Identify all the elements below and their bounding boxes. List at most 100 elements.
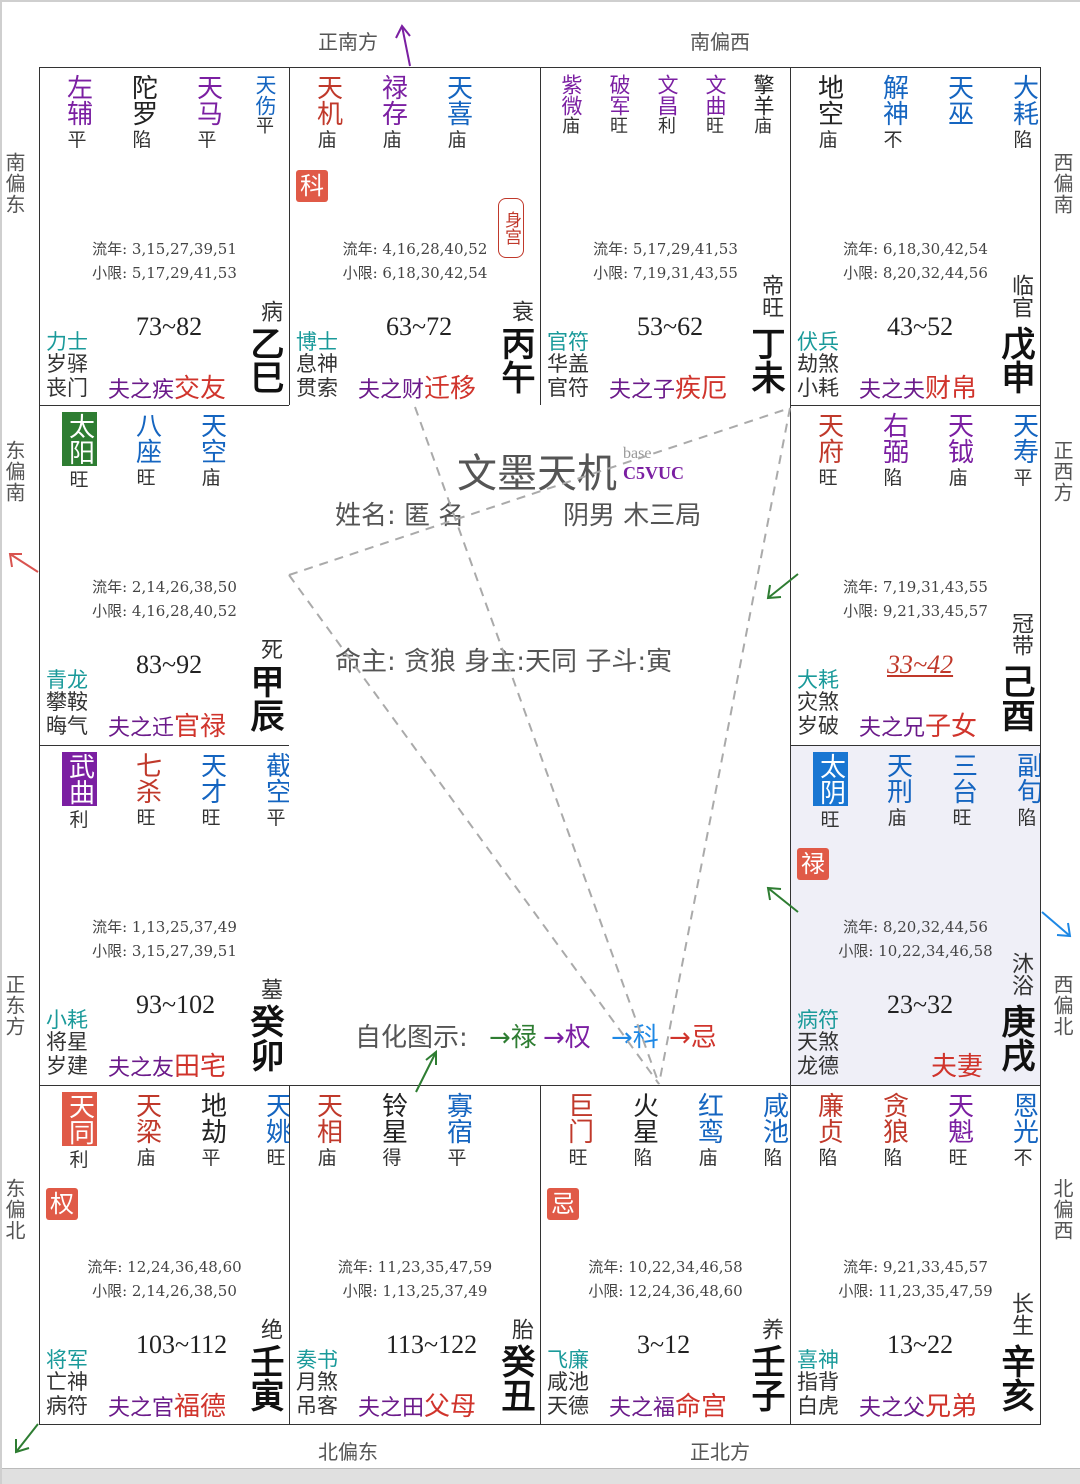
star[interactable]: 右弼陷 [862, 412, 924, 490]
star[interactable]: 天才旺 [180, 752, 242, 832]
liunian-years: 流年: 6,18,30,42,54 [843, 240, 988, 258]
minor-star-brightness: 庙 [754, 116, 772, 137]
star-brightness: 庙 [887, 807, 907, 829]
star-name: 三台 [947, 752, 978, 804]
palace-name: 田宅 [174, 1052, 227, 1082]
star[interactable]: 七杀旺 [115, 752, 177, 832]
minor-star[interactable]: 紫微庙 [547, 74, 595, 138]
palace-yin[interactable]: 天同利天梁庙地劫平天姚旺天官平副截陷权流年: 12,24,36,48,60小限:… [39, 1085, 290, 1425]
star[interactable]: 天喜庙 [426, 74, 488, 152]
changsheng-stage: 绝 [257, 1318, 282, 1340]
star[interactable]: 天梁庙 [115, 1092, 177, 1172]
star[interactable]: 寡宿平 [426, 1092, 488, 1170]
star[interactable]: 解神不 [862, 74, 924, 152]
star[interactable]: 天巫 [927, 74, 989, 152]
changsheng-stage: 沐浴 [1008, 952, 1033, 996]
dir-left-4: 东偏北 [2, 1178, 26, 1241]
changsheng-stage: 胎 [508, 1318, 533, 1340]
xiaoxian-years: 小限: 7,19,31,43,55 [593, 264, 738, 282]
star[interactable]: 天机庙 [296, 74, 358, 152]
star[interactable]: 贪狼陷 [862, 1092, 924, 1170]
daxian-range: 53~62 [637, 312, 704, 341]
minor-star-name: 文昌 [655, 74, 679, 116]
star-brightness: 利 [69, 809, 89, 831]
star[interactable]: 太阳旺 [46, 412, 112, 492]
minor-star[interactable]: 擎羊庙 [739, 74, 787, 138]
star[interactable]: 红鸾庙 [677, 1092, 739, 1170]
minor-star[interactable]: 天伤平 [241, 74, 289, 152]
star[interactable]: 八座旺 [115, 412, 177, 492]
xiaoxian-years: 小限: 3,15,27,39,51 [92, 942, 237, 960]
star[interactable]: 铃星得 [361, 1092, 423, 1170]
star[interactable]: 恩光不 [992, 1092, 1040, 1170]
daxian-range: 73~82 [136, 312, 203, 341]
minor-star-brightness: 庙 [562, 116, 580, 137]
suiqian-god: 病符 [46, 1394, 88, 1418]
star-brightness: 旺 [201, 807, 221, 829]
star[interactable]: 天姚旺 [245, 1092, 290, 1172]
star[interactable]: 天钺庙 [927, 412, 989, 490]
liunian-years: 流年: 10,22,34,46,58 [588, 1258, 743, 1276]
star[interactable]: 天相庙 [296, 1092, 358, 1170]
suiqian-god: 晦气 [46, 714, 88, 738]
star[interactable]: 地空庙 [797, 74, 859, 152]
relation-prefix: 夫之疾 [108, 378, 175, 403]
star[interactable]: 天马平 [176, 74, 238, 152]
daxian-range: 103~112 [136, 1330, 228, 1359]
star-name: 大耗 [1008, 74, 1039, 126]
palace-zi[interactable]: 巨门旺火星陷红鸾庙咸池陷阴煞天德庙忌流年: 10,22,34,46,58小限: … [540, 1085, 791, 1425]
star-name: 恩光 [1008, 1092, 1039, 1144]
jiangqian-god: 息神 [296, 352, 338, 376]
xiaoxian-years: 小限: 5,17,29,41,53 [92, 264, 237, 282]
daxian-range: 113~122 [386, 1330, 478, 1359]
star-list: 左辅平陀罗陷天马平天伤平封诰天厨天月陷孤辰蜚廉陷破碎 [46, 74, 289, 152]
palace-name: 疾厄 [675, 374, 728, 404]
relation-prefix: 夫之夫 [859, 378, 926, 403]
minor-star[interactable]: 文昌利 [643, 74, 691, 138]
star[interactable]: 火星陷 [612, 1092, 674, 1170]
star[interactable]: 巨门旺 [547, 1092, 609, 1170]
liunian-years: 流年: 11,23,35,47,59 [337, 1258, 493, 1276]
minor-star-name: 文曲 [703, 74, 727, 116]
star[interactable]: 大耗陷 [992, 74, 1040, 152]
star[interactable]: 咸池陷 [742, 1092, 790, 1170]
star[interactable]: 禄存庙 [361, 74, 423, 152]
star-brightness: 陷 [763, 1147, 783, 1169]
star-name: 天空 [196, 412, 227, 464]
star[interactable]: 天寿平 [992, 412, 1040, 490]
star-brightness: 旺 [568, 1147, 588, 1169]
star[interactable]: 廉贞陷 [797, 1092, 859, 1170]
star[interactable]: 左辅平 [46, 74, 108, 152]
star[interactable]: 副旬陷 [996, 752, 1041, 832]
palace-si[interactable]: 左辅平陀罗陷天马平天伤平封诰天厨天月陷孤辰蜚廉陷破碎流年: 3,15,27,39… [39, 67, 290, 406]
star[interactable]: 陀罗陷 [111, 74, 173, 152]
palace-hai[interactable]: 廉贞陷贪狼陷天魁旺恩光不天贵平天福庙旬空平流年: 9,21,33,45,57小限… [790, 1085, 1041, 1425]
star[interactable]: 天魁旺 [927, 1092, 989, 1170]
shen-gong-badge: 身宫 [498, 198, 524, 258]
star[interactable]: 天府旺 [797, 412, 859, 490]
star[interactable]: 天同利 [46, 1092, 112, 1172]
palace-relation: 夫之财迁移 [358, 368, 476, 405]
star[interactable]: 太阴旺 [797, 752, 863, 832]
star[interactable]: 天空庙 [180, 412, 242, 492]
star[interactable]: 武曲利 [46, 752, 112, 832]
name-label: 姓名: 匿 名 [335, 501, 465, 531]
minor-star[interactable]: 文曲旺 [691, 74, 739, 138]
star[interactable]: 地劫平 [180, 1092, 242, 1172]
star[interactable]: 截空平 [245, 752, 290, 832]
palace-name: 迁移 [424, 374, 477, 404]
star-brightness: 庙 [818, 129, 838, 151]
minor-star[interactable]: 破军旺 [595, 74, 643, 138]
palace-wei[interactable]: 紫微庙破军旺文昌利文曲旺擎羊庙龙池庙凤阁陷天使平年解得华盖陷流年: 5,17,2… [540, 67, 791, 406]
ganzhi: 癸卯 [244, 1004, 284, 1072]
star[interactable]: 三台旺 [931, 752, 993, 832]
star-brightness: 旺 [69, 469, 89, 491]
star-name: 天刑 [882, 752, 913, 804]
star[interactable]: 天刑庙 [866, 752, 928, 832]
